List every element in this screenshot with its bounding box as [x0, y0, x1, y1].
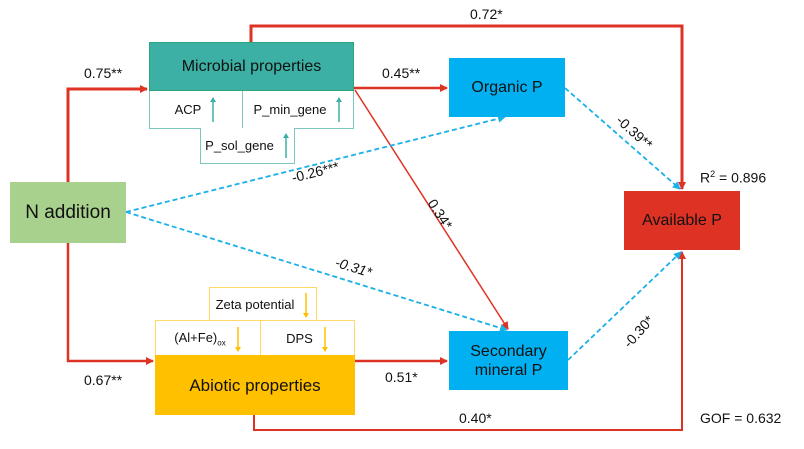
path-n-to-microbial [66, 85, 148, 182]
indicator-zeta-label: Zeta potential [215, 297, 295, 312]
up-arrow-icon [210, 96, 217, 122]
coef-microbial-organic: 0.45** [382, 65, 421, 81]
path-n-to-secondary [125, 211, 508, 332]
path-microbial-to-available [249, 24, 686, 190]
node-organic-p-label: Organic P [471, 79, 543, 96]
up-arrow-icon [282, 132, 289, 158]
indicator-al-fe-label: (Al+Fe)ox [174, 329, 226, 348]
gof: GOF = 0.632 [700, 410, 782, 426]
node-secondary-mineral-p: Secondary mineral P [449, 331, 568, 390]
indicator-dps-label: DPS [286, 331, 313, 346]
path-n-to-abiotic [66, 243, 154, 365]
node-available-p: Available P [624, 191, 740, 250]
path-n-to-organic [125, 114, 506, 213]
node-microbial-label: Microbial properties [181, 58, 322, 75]
node-n-addition: N addition [10, 182, 126, 243]
node-abiotic-properties: Abiotic properties [155, 355, 355, 415]
node-secondary-line2: mineral P [474, 361, 543, 379]
indicator-dps: DPS [260, 320, 355, 356]
coef-abiotic-secondary: 0.51* [385, 369, 418, 385]
path-secondary-to-available [567, 251, 682, 361]
indicator-al-fe-ox: (Al+Fe)ox [155, 320, 261, 356]
indicator-acp-label: ACP [174, 102, 202, 117]
node-available-p-label: Available P [642, 212, 722, 229]
node-microbial-properties: Microbial properties [149, 42, 354, 91]
indicator-p-min-gene-label: P_min_gene [253, 102, 327, 117]
coef-n-abiotic: 0.67** [84, 372, 123, 388]
indicator-zeta-potential: Zeta potential [209, 287, 317, 321]
path-microbial-to-secondary [354, 89, 509, 330]
coef-n-microbial: 0.75** [84, 65, 123, 81]
node-n-addition-label: N addition [25, 202, 111, 223]
path-abiotic-to-available [253, 251, 686, 431]
node-abiotic-label: Abiotic properties [189, 375, 321, 395]
indicator-acp: ACP [149, 91, 243, 129]
up-arrow-icon [335, 96, 342, 122]
coef-microbial-available: 0.72* [470, 6, 503, 22]
down-arrow-icon [321, 326, 328, 352]
path-organic-to-available [564, 87, 681, 190]
node-secondary-line1: Secondary [470, 342, 547, 360]
down-arrow-icon [303, 292, 310, 318]
down-arrow-icon [234, 326, 241, 352]
indicator-p-sol-gene: P_sol_gene [200, 128, 295, 164]
coef-abiotic-available: 0.40* [459, 410, 492, 426]
indicator-p-min-gene: P_min_gene [242, 91, 354, 129]
node-organic-p: Organic P [449, 58, 565, 117]
r-squared: R2 = 0.896 [700, 169, 767, 186]
indicator-p-sol-gene-label: P_sol_gene [205, 138, 274, 153]
